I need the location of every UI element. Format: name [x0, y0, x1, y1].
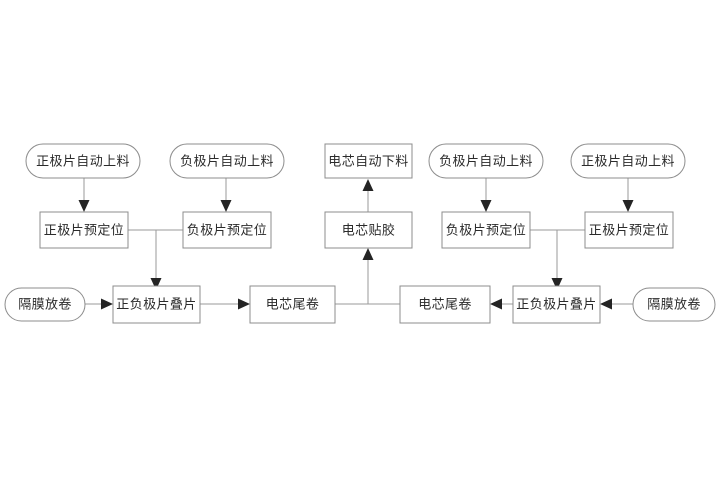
- node-separator-unwinding-left[interactable]: 隔膜放卷: [4, 287, 86, 322]
- node-shape-rect: [39, 211, 129, 249]
- node-shape-rounded: [428, 143, 544, 179]
- node-cell-taping[interactable]: 电芯贴胶: [324, 211, 413, 249]
- node-label: 隔膜放卷: [647, 297, 701, 313]
- node-shape-rect: [512, 285, 601, 324]
- node-shape-rounded: [632, 287, 716, 322]
- node-negative-locate-right[interactable]: 负极片预定位: [441, 211, 531, 249]
- node-positive-feed-left[interactable]: 正极片自动上料: [25, 143, 141, 179]
- node-label: 正极片自动上料: [581, 155, 675, 170]
- node-label: 隔膜放卷: [18, 297, 72, 313]
- node-label: 正极片预定位: [589, 224, 669, 239]
- edge-right-separator-to-right-stacking: [600, 298, 633, 310]
- edge-positive-feed-to-positive-locate-right: [622, 178, 634, 212]
- edge-left-locators-to-left-stacking: [128, 229, 183, 290]
- node-negative-locate-left[interactable]: 负极片预定位: [182, 211, 272, 249]
- node-positive-feed-right[interactable]: 正极片自动上料: [570, 143, 686, 179]
- node-shape-rect: [441, 211, 531, 249]
- node-shape-rect: [182, 211, 272, 249]
- edge-left-separator-to-left-stacking: [85, 298, 113, 310]
- edge-tailwindings-to-taping: [335, 248, 400, 305]
- node-label: 电芯尾卷: [266, 297, 320, 313]
- node-label: 负极片自动上料: [180, 155, 274, 170]
- node-tail-winding-right[interactable]: 电芯尾卷: [399, 285, 491, 324]
- node-label: 电芯贴胶: [342, 223, 396, 239]
- edge-negative-feed-to-negative-locate-right: [480, 178, 492, 212]
- node-label: 负极片自动上料: [439, 155, 533, 170]
- node-tail-winding-left[interactable]: 电芯尾卷: [249, 285, 336, 324]
- edge-right-locators-to-right-stacking: [530, 229, 585, 290]
- node-positive-locate-left[interactable]: 正极片预定位: [39, 211, 129, 249]
- node-shape-rect: [324, 211, 413, 249]
- node-shape-rounded: [169, 143, 285, 179]
- edge-positive-feed-to-positive-locate-left: [78, 178, 90, 212]
- node-shape-rect: [584, 211, 674, 249]
- node-shape-rounded: [25, 143, 141, 179]
- node-label: 电芯尾卷: [418, 297, 472, 313]
- edge-negative-feed-to-negative-locate-left: [220, 178, 232, 212]
- node-negative-feed-left[interactable]: 负极片自动上料: [169, 143, 285, 179]
- node-label: 正负极片叠片: [116, 298, 196, 313]
- node-shape-rect: [399, 285, 491, 324]
- node-label: 正极片预定位: [44, 224, 124, 239]
- edge-taping-to-cell-unloading: [362, 179, 374, 212]
- node-shape-rounded: [570, 143, 686, 179]
- node-stacking-left[interactable]: 正负极片叠片: [112, 285, 201, 324]
- node-shape-rect: [112, 285, 201, 324]
- node-shape-rounded: [4, 287, 86, 322]
- node-label: 负极片预定位: [187, 224, 267, 239]
- edge-layer: [78, 178, 634, 310]
- node-cell-auto-unloading[interactable]: 电芯自动下料: [324, 143, 413, 179]
- node-shape-rect: [324, 143, 413, 179]
- node-label: 电芯自动下料: [328, 155, 408, 170]
- node-separator-unwinding-right[interactable]: 隔膜放卷: [632, 287, 716, 322]
- node-negative-feed-right[interactable]: 负极片自动上料: [428, 143, 544, 179]
- edge-left-stacking-to-left-tailwinding: [200, 298, 250, 310]
- node-positive-locate-right[interactable]: 正极片预定位: [584, 211, 674, 249]
- node-label: 正极片自动上料: [36, 155, 130, 170]
- node-label: 正负极片叠片: [516, 298, 596, 313]
- edge-right-stacking-to-right-tailwinding: [490, 298, 513, 310]
- node-stacking-right[interactable]: 正负极片叠片: [512, 285, 601, 324]
- node-layer: 正极片自动上料 负极片自动上料 电芯自动下料 负极片自动上料 正极片自动上料: [4, 143, 716, 324]
- node-label: 负极片预定位: [446, 224, 526, 239]
- node-shape-rect: [249, 285, 336, 324]
